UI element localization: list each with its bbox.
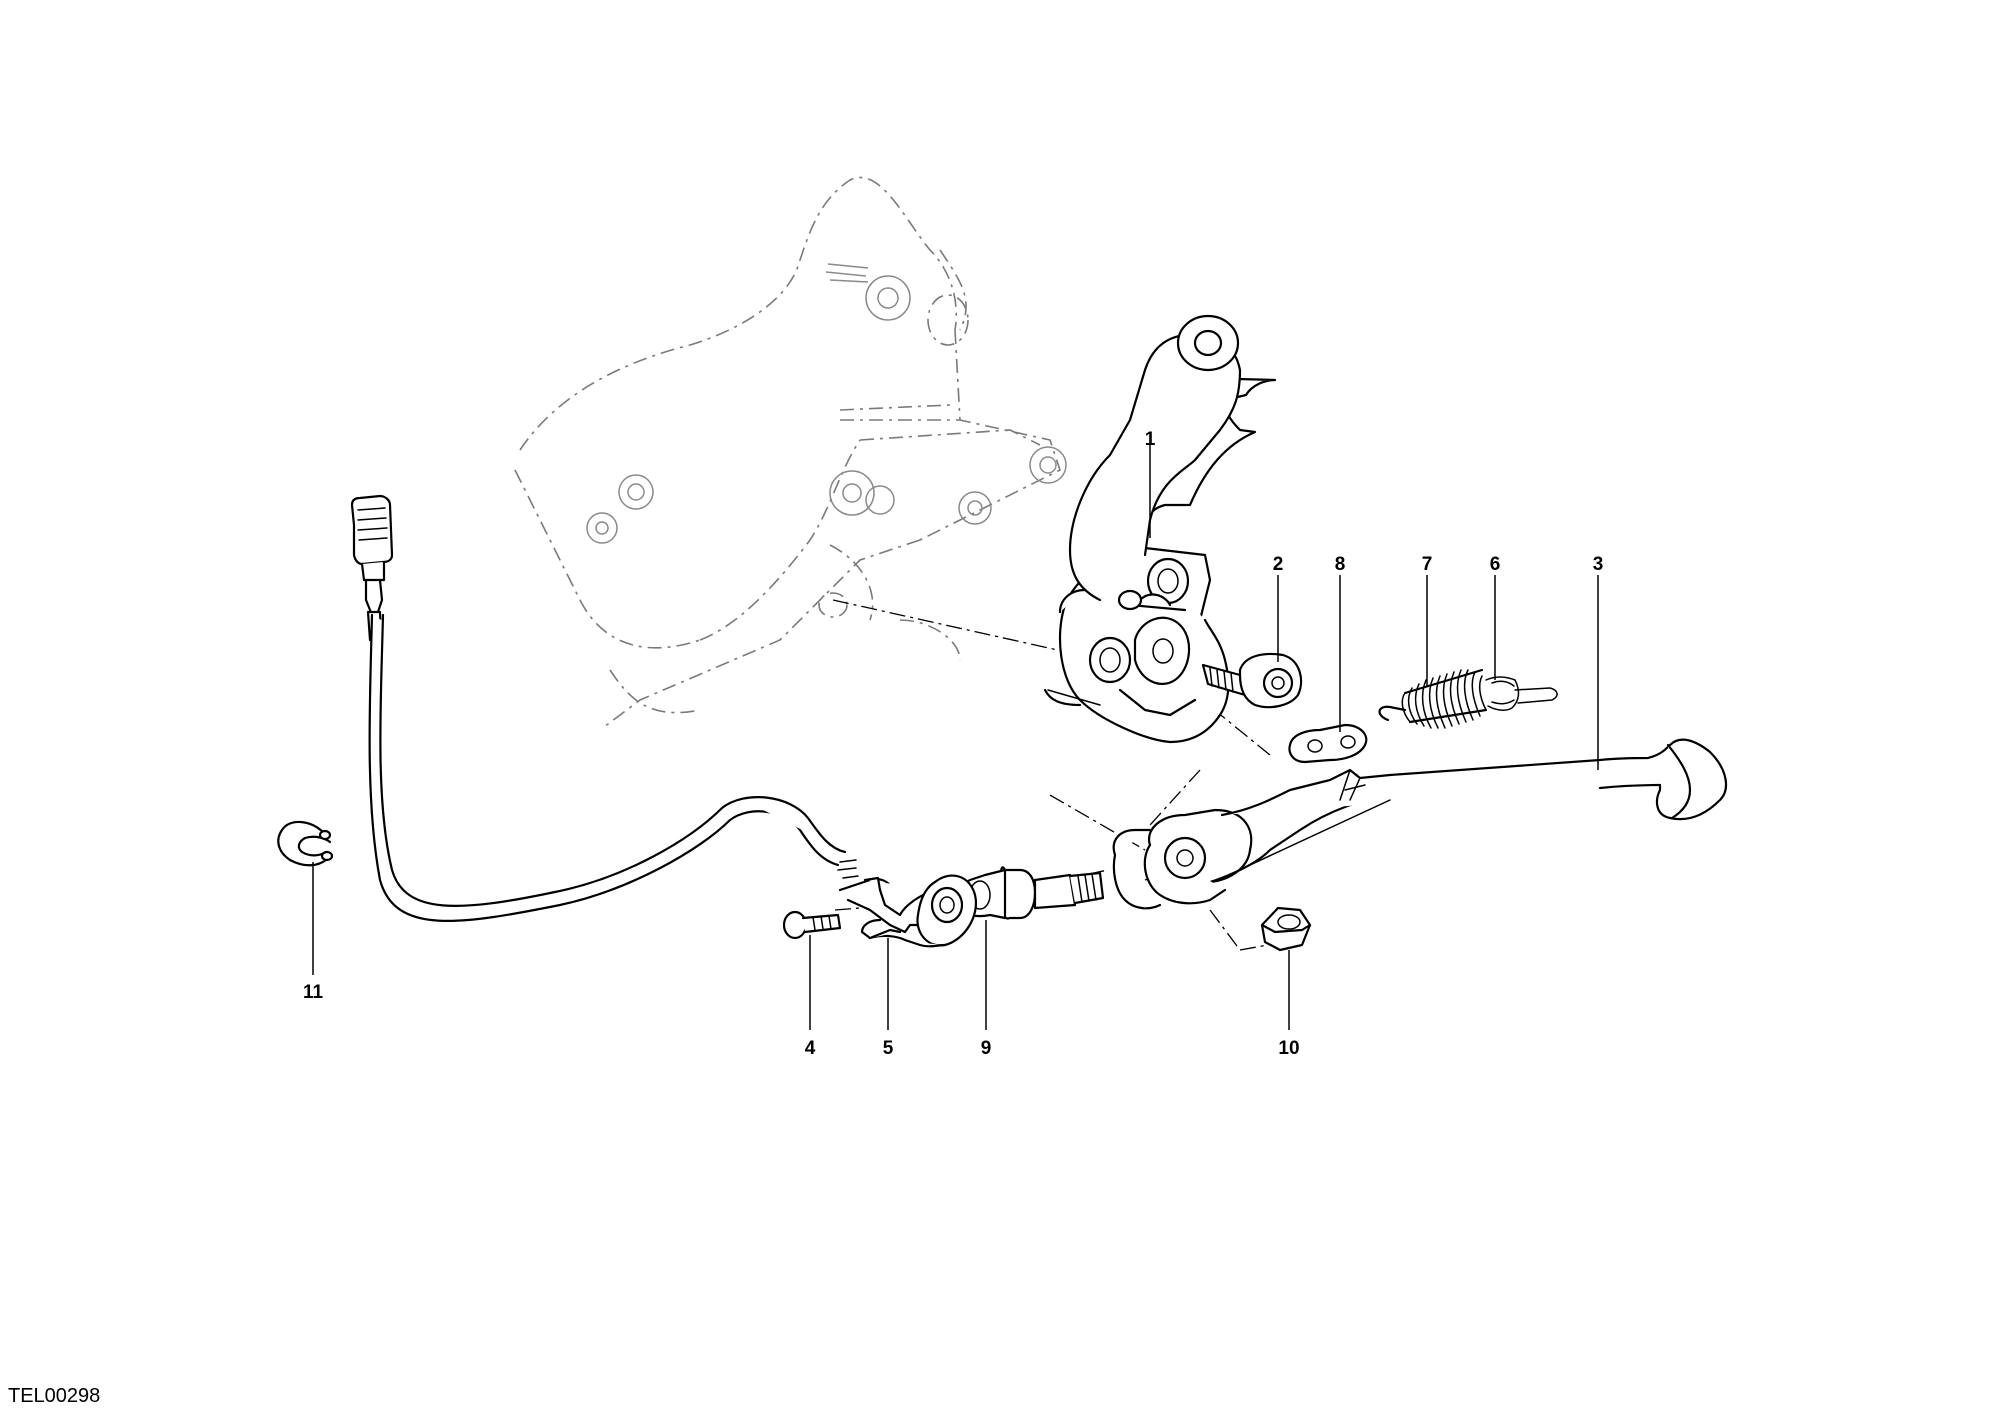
part-6-spring-hook: [1485, 676, 1558, 711]
callout-8: 8: [1335, 554, 1346, 575]
sensor-cable-and-connector: [350, 494, 859, 922]
part-8-plate: [1288, 723, 1368, 764]
part-10-nut: [1260, 906, 1312, 952]
part-7-spring: [1378, 668, 1488, 729]
engine-frame-ghost-bolts: [440, 263, 1067, 819]
callout-6: 6: [1490, 554, 1501, 575]
callout-10: 10: [1278, 1038, 1299, 1059]
callout-7: 7: [1422, 554, 1433, 575]
callout-2: 2: [1273, 554, 1284, 575]
callout-5: 5: [883, 1038, 894, 1059]
part-9-pivot-bolt: [956, 866, 1105, 920]
callout-3: 3: [1593, 554, 1604, 575]
callout-4: 4: [805, 1038, 816, 1059]
part-3-side-stand-leg: [1112, 738, 1728, 910]
part-4-screw: [782, 910, 842, 940]
part-11-clip: [277, 820, 334, 867]
part-2-bolt: [1201, 652, 1303, 709]
part-1-stand-bracket: [1043, 314, 1277, 744]
callout-1: 1: [1145, 429, 1156, 450]
part-5-sensor-switch: [838, 874, 978, 948]
callout-11: 11: [303, 982, 324, 1003]
callout-numbers: 1 2 3 4 5 6 7 8 9 10 11: [303, 429, 1603, 1059]
figure-reference-code: TEL00298: [8, 1385, 100, 1407]
callout-9: 9: [981, 1038, 992, 1059]
callout-leader-lines: [312, 445, 1599, 1030]
